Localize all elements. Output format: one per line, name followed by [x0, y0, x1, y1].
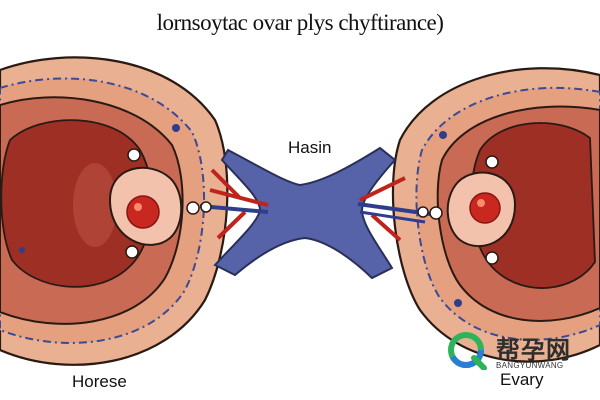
tube-connector [186, 146, 443, 280]
right-vessel [370, 213, 402, 242]
right-duct-dot [454, 299, 462, 307]
left-vessel [216, 210, 247, 240]
left-vessel [210, 168, 242, 200]
follicle-right-ovum [469, 192, 501, 224]
follicle-left-tip [127, 148, 141, 162]
bottom-left-label: Horese [72, 372, 127, 391]
follicle-right-nucleus [477, 199, 485, 207]
right-tube-bead [417, 206, 429, 218]
right-vessel [359, 176, 406, 202]
follicle-right [446, 155, 517, 265]
ovary-left [0, 56, 229, 366]
left-tube-bead [186, 201, 200, 215]
left-tube-bead [200, 201, 212, 213]
watermark: 帮孕网 BANGYUNWANG [446, 330, 596, 372]
follicle-left [108, 148, 183, 259]
watermark-text-en: BANGYUNWANG [496, 361, 564, 370]
tube-body [213, 146, 397, 280]
follicle-left-ovum [126, 195, 160, 229]
watermark-logo-icon [448, 332, 487, 370]
left-core-highlight [73, 163, 117, 247]
follicle-right-tip [485, 251, 499, 265]
follicle-left-tip [125, 245, 139, 259]
right-tube-bead [429, 206, 443, 220]
watermark-text-cn: 帮孕网 [496, 336, 571, 364]
center-label: Hasin [288, 138, 332, 157]
ovary-right [391, 67, 600, 363]
left-duct-dot [172, 124, 180, 132]
right-vessel-blue [359, 210, 426, 224]
follicle-left-nucleus [134, 203, 142, 211]
left-duct-dot [19, 247, 25, 253]
follicle-right-tip [485, 155, 499, 169]
right-duct-dot [439, 131, 447, 139]
diagram-title: lornsoytac ovar plys chyftirance) [156, 10, 444, 35]
bottom-right-label: Evary [500, 370, 544, 389]
